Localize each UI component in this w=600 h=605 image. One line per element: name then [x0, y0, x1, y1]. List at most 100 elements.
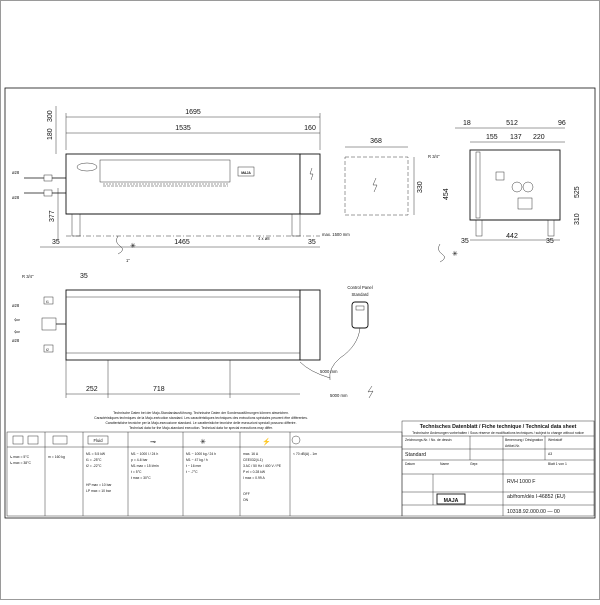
spec-c5-2: t ~ 16 mm — [186, 464, 201, 468]
control-panel-subtitle: Standard — [352, 292, 370, 297]
manifold-icon — [41, 317, 57, 331]
leg-1 — [71, 213, 81, 237]
ice-logo-icon — [76, 162, 98, 172]
spec-c4-4: t max = 30°C — [131, 476, 151, 480]
title-block: Technisches Datenblatt / Fiche technique… — [401, 420, 595, 517]
spec-c4-3: t = 5°C — [131, 470, 142, 474]
dim-side-512: 512 — [506, 120, 518, 127]
dim-cut-height: 330 — [417, 181, 424, 193]
dim-top-35: 35 — [80, 273, 88, 280]
side-housing — [469, 149, 561, 221]
dim-side-height: 377 — [49, 210, 56, 222]
dim-top-252: 252 — [86, 386, 98, 393]
electric-symbol-icon — [309, 167, 314, 181]
spec-c6-2: 3 AC / 50 Hz / 400 V / PE — [243, 464, 282, 468]
arrow-in-icon: ⇦ — [14, 317, 20, 324]
dim-height-top: 300 — [47, 110, 54, 122]
drain-hose-icon — [438, 243, 445, 263]
port-in-box — [43, 296, 54, 305]
dim-foot-right: 35 — [308, 239, 316, 246]
drawing-frame — [4, 87, 596, 519]
arrow-out-icon: ⇦ — [14, 329, 20, 336]
spec-c4-1: p = 4-6 bar — [131, 458, 148, 462]
dim-cut-width: 368 — [370, 138, 382, 145]
spec-on-label: ON — [243, 498, 249, 502]
spec-c7-0: < 70 dB(A) - 1m — [293, 452, 317, 456]
dim-body-length: 1535 — [175, 125, 191, 132]
product-variant: ab/from/dès I-46852 (EU) — [507, 494, 566, 500]
note-en: Technical data for the Majo-standard exe… — [129, 426, 273, 430]
pipe-d3: ø28 — [12, 303, 20, 308]
power-cable — [299, 361, 331, 379]
spec-c5-3: t ~ -7°C — [186, 470, 198, 474]
top-housing — [65, 289, 301, 361]
cable-length-2: 5000 mm — [330, 393, 348, 398]
dim-side-442: 442 — [506, 233, 518, 240]
tb-field-6: Gepr. — [470, 462, 478, 466]
dim-foot-left: 35 — [52, 239, 60, 246]
dim-side-220: 220 — [533, 134, 545, 141]
box-icon — [27, 435, 39, 445]
tb-field-1: Benennung / Désignation — [505, 438, 543, 442]
tb-field-0: Zeichnungs-Nr. / No. de dessin — [405, 438, 452, 442]
spec-c5-1: M1 ~ 47 kg / h — [186, 458, 208, 462]
dim-side-96: 96 — [558, 120, 566, 127]
spec-c6-4: I max = 0.99 A — [243, 476, 266, 480]
spec-c3-1: t1 = -25°C — [86, 458, 102, 462]
ice-icon: ✳ — [200, 438, 206, 446]
tb-field-5: Name — [440, 462, 449, 466]
snowflake-icon: ✳ — [452, 250, 458, 258]
spec-c6-3: P el = 0.28 kW — [243, 470, 266, 474]
thermometer-icon — [12, 435, 24, 445]
port-out-box — [43, 344, 54, 353]
fluid-header: Fluid — [93, 438, 103, 443]
dim-top-718: 718 — [153, 386, 165, 393]
spec-c3-5: LP max = 10 bar — [86, 489, 112, 493]
panel-cutout — [344, 156, 409, 216]
front-view: 1695 1535 160 180 300 377 MAJA 35 — [12, 106, 350, 263]
spec-c3-0: M1 = 5.5 kW — [86, 452, 106, 456]
port-in-label: t1 — [46, 300, 49, 304]
dim-foot-spacing: 1465 — [174, 239, 190, 246]
spec-table: Fluid ⊸ ✳ ⚡ tₐ max = 5°C tₐ max = 38°C m… — [6, 431, 403, 517]
note-de: Technische Daten bei der Majo-Standardau… — [113, 411, 289, 415]
unit-end-cap — [299, 153, 321, 215]
dim-height-left: 180 — [47, 128, 54, 140]
dim-overall-length: 1695 — [185, 109, 201, 116]
product-model: RVH 1000 F — [507, 479, 535, 485]
note-fr: Caractéristiques techniques de la Majo-e… — [94, 416, 308, 420]
pipe-d2: ø28 — [12, 195, 20, 200]
max-cable-label: max. 1500 mm — [322, 232, 350, 237]
drain-hose-icon — [116, 235, 123, 255]
control-panel-title: Control Panel — [347, 285, 372, 290]
fitting-2-icon — [522, 181, 534, 193]
notes-block: Technische Daten bei der Majo-Standardau… — [94, 411, 308, 430]
spec-c2-0: m = 160 kg — [48, 455, 65, 459]
pipe-d1: ø28 — [12, 170, 20, 175]
dim-side-18: 18 — [463, 120, 471, 127]
sheet-subtitle: Technische Änderungen vorbehalten / Sous… — [412, 431, 584, 435]
side-view: 18 512 96 155 137 220 R 3/4" 454 525 310… — [428, 120, 581, 263]
dim-side-155: 155 — [486, 134, 498, 141]
warning-label-icon — [517, 197, 533, 210]
dim-side-525: 525 — [574, 186, 581, 198]
port-out-label: t2 — [46, 348, 49, 352]
connector-icon — [495, 171, 505, 181]
spec-c1-0: tₐ max = 5°C — [10, 455, 30, 459]
spec-c6-0: max. 16 A — [243, 452, 259, 456]
dim-side-310: 310 — [574, 213, 581, 225]
cable-length-1: 5000 mm — [320, 369, 338, 374]
electric-symbol-icon — [367, 385, 374, 399]
top-view: R 3/4" 35 ø28 ø28 ⇦ ⇦ t1 t2 252 718 Cont… — [12, 273, 374, 399]
note-it: Caratteristiche tecniche per la Majo-ese… — [105, 421, 296, 425]
spec-off-label: OFF — [243, 492, 250, 496]
spec-c1-1: tₐ max = 38°C — [10, 461, 32, 465]
noise-icon — [291, 435, 301, 445]
weight-icon — [52, 435, 68, 445]
feet-count-label: 4 x ø8 — [258, 236, 270, 241]
leg-2 — [291, 213, 301, 237]
product-class: Standard — [405, 452, 426, 458]
side-thread: R 3/4" — [428, 154, 440, 159]
